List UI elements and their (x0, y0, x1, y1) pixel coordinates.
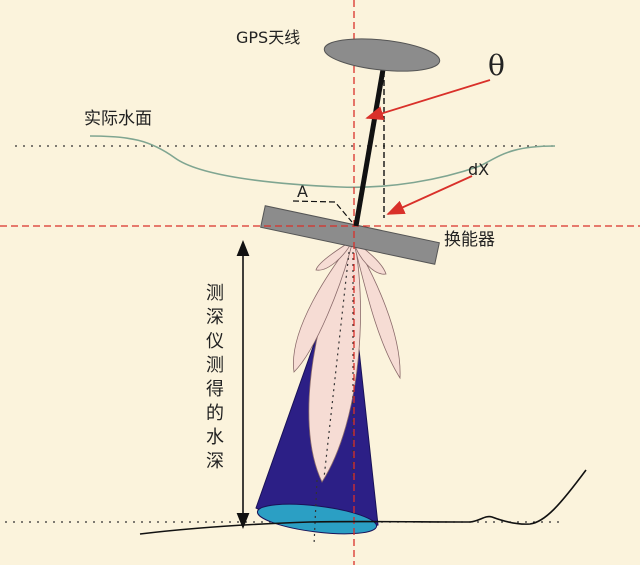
gps-antenna-label: GPS天线 (236, 28, 301, 47)
transducer-plate (260, 205, 440, 265)
theta-label: θ (488, 49, 505, 82)
beam-side-lobe-right (352, 239, 401, 380)
measured-depth-char: 测 (206, 355, 224, 376)
seabed-profile (139, 469, 587, 535)
measured-depth-label: 测深仪测得的水深 (205, 282, 225, 474)
measured-depth-char: 深 (206, 451, 224, 472)
transducer-label: 换能器 (444, 230, 495, 250)
angle-a-label: A (297, 182, 308, 201)
actual-water-surface-label: 实际水面 (84, 109, 152, 129)
gps-antenna-disk (323, 38, 441, 72)
beam-axis-dotted-line-1 (323, 251, 350, 479)
beam-pattern (293, 233, 401, 483)
measured-depth-char: 得 (206, 379, 224, 400)
beam-bottom-dotted-line (313, 479, 318, 546)
angle-a-marker (292, 200, 353, 223)
actual-water-surface-line (89, 135, 556, 189)
beam-side-lobe-left (293, 239, 354, 373)
beam-small-lobe-left (315, 238, 354, 271)
measured-depth-char: 测 (206, 283, 224, 304)
measured-depth-char: 仪 (206, 331, 224, 352)
measured-depth-char: 的 (206, 403, 224, 424)
measured-depth-char: 水 (206, 427, 224, 448)
measured-depth-char: 深 (206, 307, 224, 328)
tilted-pole (353, 57, 388, 227)
theta-arrow (365, 79, 491, 121)
dx-label: dX (468, 160, 490, 179)
measured-depth-text: 测深仪测得的水深 (205, 282, 225, 474)
sonar-cone-base (256, 503, 378, 535)
dx-arrow (386, 175, 473, 215)
